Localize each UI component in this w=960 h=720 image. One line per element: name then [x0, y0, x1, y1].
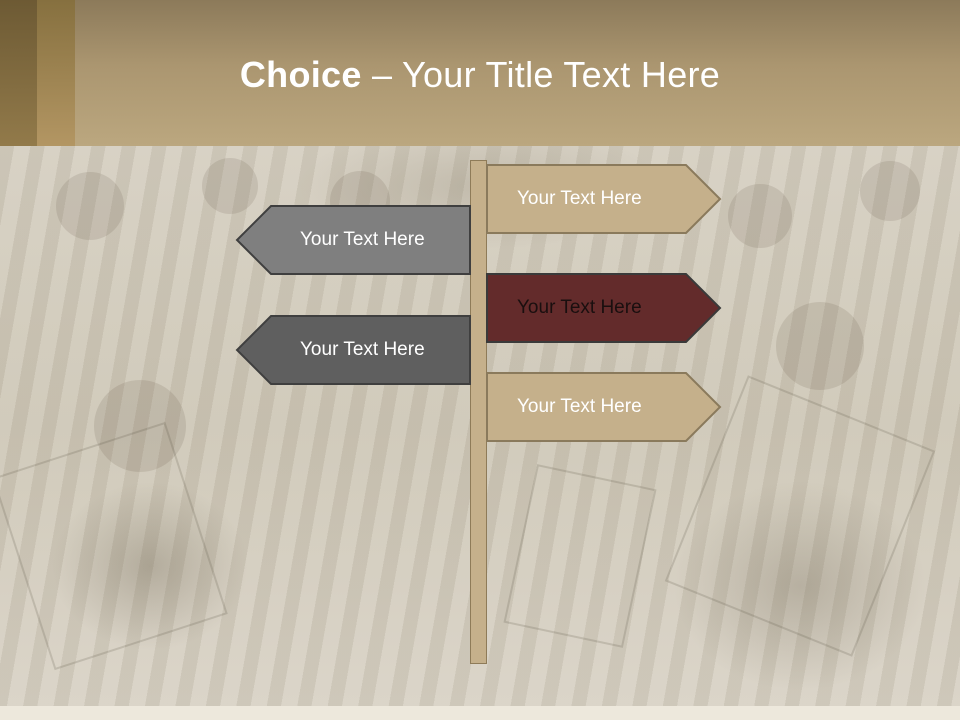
- signpost-arrow-right[interactable]: Your Text Here: [486, 372, 722, 442]
- sign-label: Your Text Here: [300, 229, 425, 250]
- title-regular-part: – Your Title Text Here: [361, 54, 721, 95]
- signpost-pole: [470, 160, 487, 664]
- signpost-arrow-right[interactable]: Your Text Here: [486, 164, 722, 234]
- signpost-arrow-right[interactable]: Your Text Here: [486, 273, 722, 343]
- header-accent-stripe: [37, 0, 75, 146]
- sign-label: Your Text Here: [517, 188, 642, 209]
- header-band: [0, 0, 960, 146]
- title-bold-part: Choice: [239, 54, 362, 95]
- header-accent-stripe: [0, 0, 37, 146]
- sign-label: Your Text Here: [517, 297, 642, 318]
- arrow-right-shape: [486, 372, 722, 442]
- slide-title[interactable]: Choice – Your Title Text Here: [0, 52, 960, 98]
- bottom-band: [0, 706, 960, 720]
- arrow-right-shape: [486, 164, 722, 234]
- signpost-arrow-left[interactable]: Your Text Here: [235, 205, 471, 275]
- arrow-left-shape: [235, 315, 471, 385]
- sign-label: Your Text Here: [300, 339, 425, 360]
- arrow-left-shape: [235, 205, 471, 275]
- arrow-right-shape: [486, 273, 722, 343]
- sign-label: Your Text Here: [517, 396, 642, 417]
- signpost-arrow-left[interactable]: Your Text Here: [235, 315, 471, 385]
